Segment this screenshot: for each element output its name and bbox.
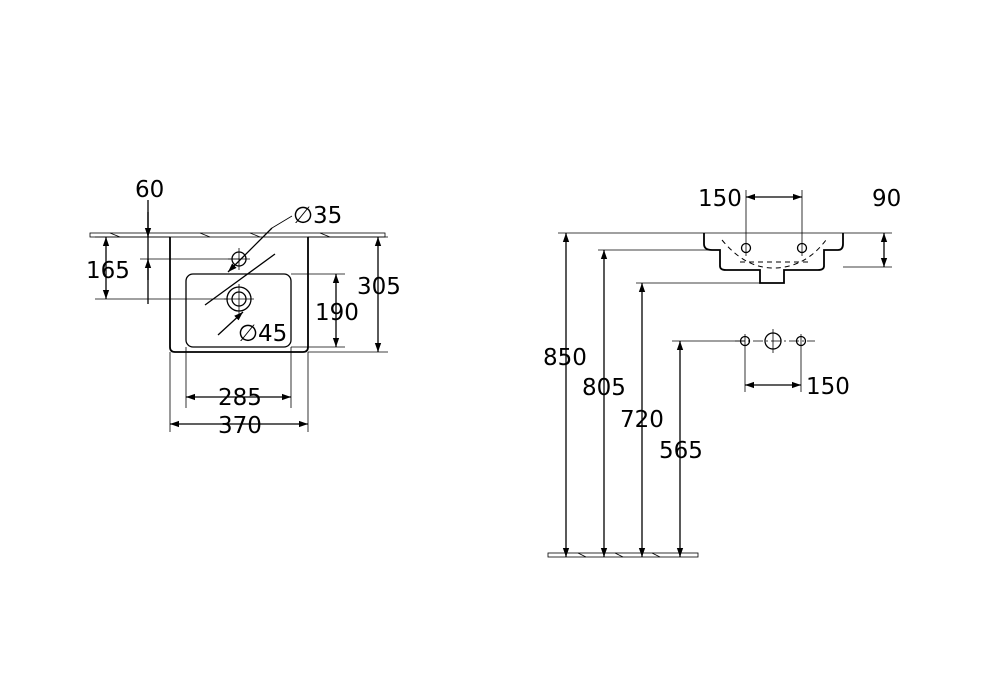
tap-hole-diameter-label: ∅35 [293,203,342,229]
wall-connections [672,329,815,392]
top-view: 60 ∅35 165 305 190 ∅45 285 370 [86,177,401,439]
dim-720-label: 720 [620,407,664,433]
dim-370-label: 370 [218,413,262,439]
drain-leader [204,253,276,306]
dim-805-label: 805 [582,375,626,401]
wall-line [89,232,386,238]
basin-outer-outline [169,237,309,353]
dim-285-label: 285 [218,385,262,411]
floor-line [547,552,699,558]
dim-165-label: 165 [86,258,130,284]
dim-60-label: 60 [135,177,164,203]
dim-305-label: 305 [357,274,401,300]
side-view: 150 90 850 805 720 565 150 [543,186,901,558]
dim-565-label: 565 [659,438,703,464]
dim-150-top-label: 150 [698,186,742,212]
basin-profile [703,233,844,284]
basin-bowl-outline [185,273,292,348]
dim-150-bottom-label: 150 [806,374,850,400]
tap-hole-leader [227,227,273,273]
dim-850-label: 850 [543,345,587,371]
drain-diameter-label: ∅45 [238,321,287,347]
dim-90-label: 90 [872,186,901,212]
dim-190-label: 190 [315,300,359,326]
